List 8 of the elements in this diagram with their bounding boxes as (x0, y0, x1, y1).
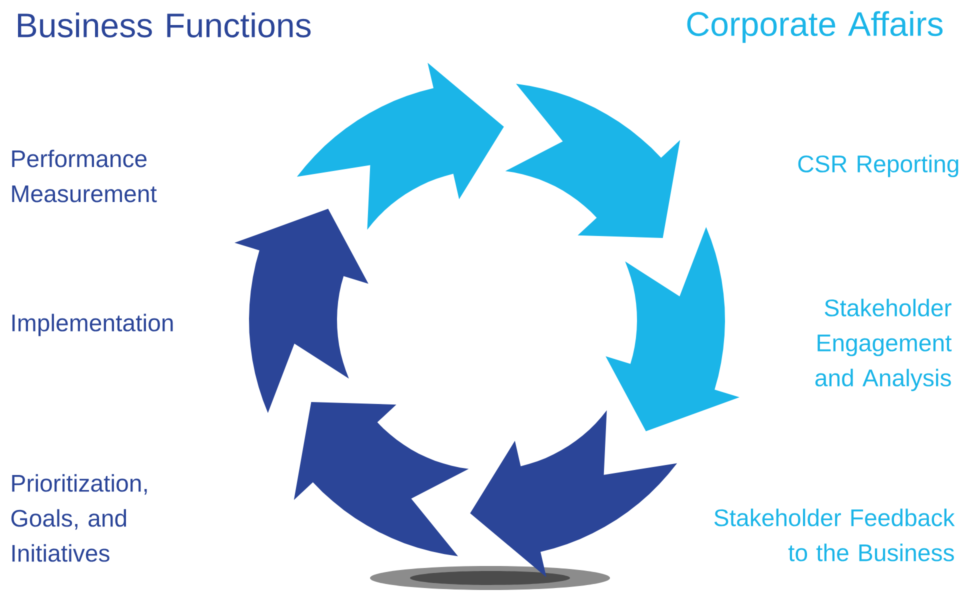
step-label: Stakeholder Feedback to the Business (714, 508, 955, 562)
step-label: Prioritization, Goals, and Initiatives (11, 474, 147, 562)
step-label: Stakeholder Engagement and Analysis (815, 298, 952, 392)
step-label: Implementation (12, 314, 173, 336)
step-label: Performance Measurement (12, 150, 157, 202)
step-label: CSR Reporting (798, 154, 958, 178)
heading: Business Functions (18, 12, 311, 38)
heading: Corporate Affairs (687, 11, 943, 43)
